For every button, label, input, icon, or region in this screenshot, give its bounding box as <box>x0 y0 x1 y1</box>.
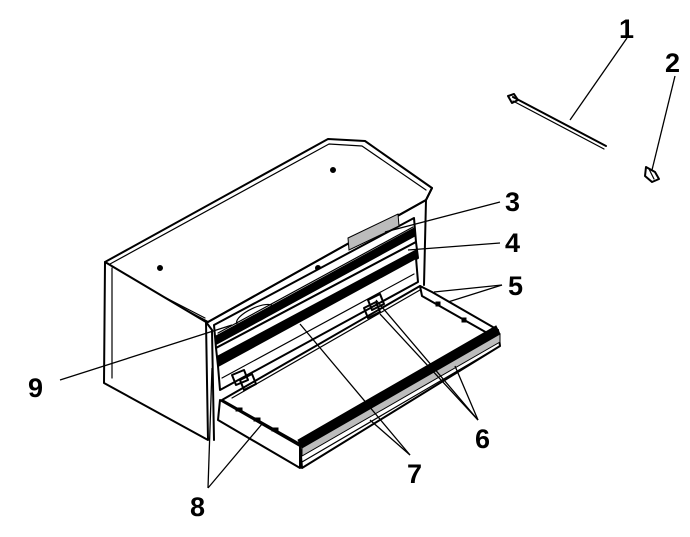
handle-strip <box>215 227 419 367</box>
open-drawer <box>217 285 501 469</box>
leader-3 <box>384 201 501 233</box>
callout-7: 7 <box>407 459 422 489</box>
leader-8b <box>207 423 263 489</box>
callout-9: 9 <box>28 373 43 403</box>
leader-lines <box>59 37 676 489</box>
callout-5: 5 <box>508 271 523 301</box>
callout-labels: 1 2 3 4 5 6 7 8 9 <box>28 14 680 522</box>
callout-6: 6 <box>475 424 490 454</box>
slide-rails <box>217 257 419 391</box>
leader-1 <box>569 37 628 121</box>
part-1-rod <box>507 93 607 150</box>
leader-7b <box>369 419 411 456</box>
leader-8a <box>207 367 213 489</box>
leader-4 <box>407 242 501 251</box>
leader-2 <box>651 75 676 171</box>
callout-4: 4 <box>505 228 520 258</box>
leader-6c <box>454 365 479 421</box>
callout-8: 8 <box>190 492 205 522</box>
leader-6a <box>375 299 479 421</box>
leader-9 <box>59 324 233 381</box>
part-2-screw <box>644 166 660 183</box>
cabinet-body <box>103 138 433 441</box>
leader-7a <box>299 323 411 456</box>
leader-5b <box>447 284 503 303</box>
callout-1: 1 <box>619 14 634 44</box>
callout-2: 2 <box>665 48 680 78</box>
callout-3: 3 <box>505 187 520 217</box>
leader-6b <box>379 313 479 421</box>
leader-5a <box>433 284 503 293</box>
